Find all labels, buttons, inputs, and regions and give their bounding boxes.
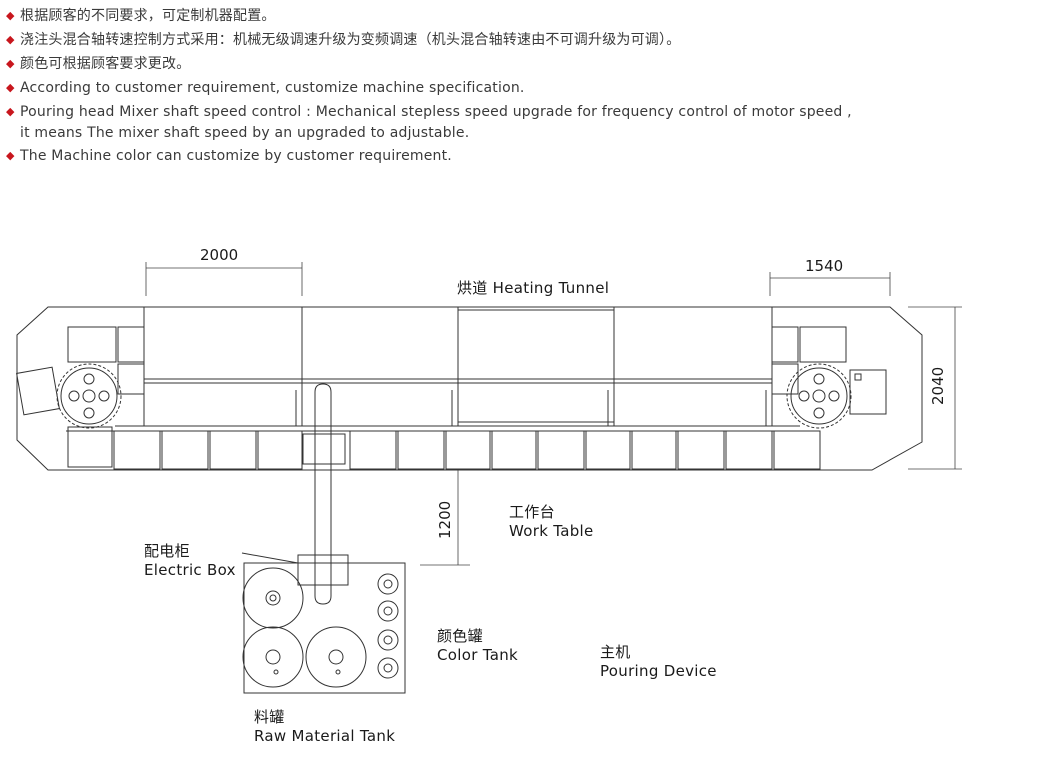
left-end-box	[67, 426, 113, 468]
conveyor-plates	[113, 430, 821, 470]
note-item: ◆ 浇注头混合轴转速控制方式采用：机械无级调速升级为变频调速（机头混合轴转速由不可…	[6, 28, 1026, 52]
right-end-box	[799, 326, 847, 363]
work-table-en: Work Table	[509, 522, 594, 540]
note-text: The Machine color can customize by custo…	[20, 148, 452, 164]
tunnel-center-section	[457, 309, 615, 423]
right-end-box	[771, 363, 799, 395]
machine-frame-outline	[16, 306, 923, 471]
dim-right-width: 1540	[805, 257, 844, 275]
pouring-head	[302, 433, 346, 465]
note-text: 浇注头混合轴转速控制方式采用：机械无级调速升级为变频调速（机头混合轴转速由不可调…	[20, 32, 681, 48]
spec-notes: ◆ 根据顾客的不同要求，可定制机器配置。 ◆ 浇注头混合轴转速控制方式采用：机械无级…	[6, 4, 1026, 168]
note-item: ◆ The Machine color can customize by cust…	[6, 144, 1026, 168]
right-end-box	[771, 326, 799, 363]
left-end-box	[67, 326, 117, 363]
note-text: 颜色可根据顾客要求更改。	[20, 56, 191, 72]
red-diamond-icon: ◆	[6, 81, 15, 94]
note-text: Pouring head Mixer shaft speed control :…	[20, 104, 852, 120]
red-diamond-icon: ◆	[6, 9, 15, 22]
red-diamond-icon: ◆	[6, 57, 15, 70]
raw-material-tanks	[242, 567, 367, 688]
dim-table-gap: 1200	[436, 500, 454, 539]
work-table-cn: 工作台	[509, 503, 555, 521]
left-end-box	[117, 363, 145, 395]
pouring-device-en: Pouring Device	[600, 662, 717, 680]
note-item: ◆ Pouring head Mixer shaft speed control …	[6, 100, 1026, 144]
right-motor-box	[849, 369, 887, 415]
electric-box-label: 配电柜 Electric Box	[144, 542, 236, 580]
color-tank-label: 颜色罐 Color Tank	[437, 627, 518, 665]
note-text: According to customer requirement, custo…	[20, 80, 525, 96]
note-item: ◆ According to customer requirement, cust…	[6, 76, 1026, 100]
note-item: ◆ 颜色可根据顾客要求更改。	[6, 52, 1026, 76]
red-diamond-icon: ◆	[6, 33, 15, 46]
left-sprocket	[56, 363, 122, 429]
dim-height: 2040	[929, 366, 947, 405]
red-diamond-icon: ◆	[6, 105, 15, 118]
electric-box-en: Electric Box	[144, 561, 236, 579]
note-item: ◆ 根据顾客的不同要求，可定制机器配置。	[6, 4, 1026, 28]
electric-box-cn: 配电柜	[144, 542, 190, 560]
dim-left-width: 2000	[200, 246, 239, 264]
electric-box	[297, 554, 349, 586]
raw-tank-en: Raw Material Tank	[254, 727, 396, 745]
work-table-label: 工作台 Work Table	[509, 503, 594, 541]
left-motor-box	[16, 366, 60, 416]
raw-tank-cn: 料罐	[254, 708, 285, 726]
heating-tunnel-label: 烘道 Heating Tunnel	[457, 279, 610, 297]
color-tanks	[377, 573, 399, 679]
left-end-box	[117, 326, 145, 363]
tank-base-frame	[243, 562, 406, 694]
color-tank-cn: 颜色罐	[437, 627, 483, 645]
color-tank-en: Color Tank	[437, 646, 518, 664]
raw-material-tank-label: 料罐 Raw Material Tank	[254, 708, 395, 746]
pouring-arm	[314, 383, 332, 605]
note-text: 根据顾客的不同要求，可定制机器配置。	[20, 8, 276, 24]
red-diamond-icon: ◆	[6, 149, 15, 162]
pouring-device-label: 主机 Pouring Device	[600, 643, 717, 681]
pouring-device-cn: 主机	[600, 643, 631, 661]
right-sprocket	[786, 363, 852, 429]
note-continuation: it means The mixer shaft speed by an upg…	[20, 125, 470, 141]
